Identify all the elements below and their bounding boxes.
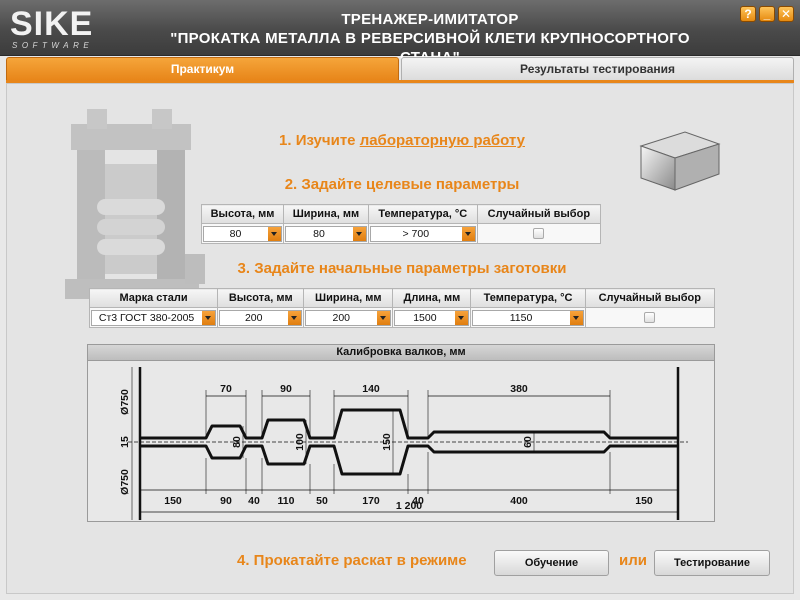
- width-label-90: 90: [280, 383, 292, 395]
- rolling-stand-illustration: [65, 109, 205, 299]
- minimize-button[interactable]: _: [759, 6, 775, 22]
- dropdown-arrow-icon[interactable]: [455, 310, 469, 325]
- segment-label: 150: [164, 495, 182, 507]
- dropdown-arrow-icon[interactable]: [268, 226, 282, 241]
- col-height: Высота, мм: [217, 288, 305, 308]
- billet-temperature-select[interactable]: 1150: [472, 309, 584, 326]
- tab-underline: [6, 80, 794, 83]
- title-bar: SIKE SOFTWARE ТРЕНАЖЕР-ИМИТАТОР "ПРОКАТК…: [0, 0, 800, 66]
- tab-practicum[interactable]: Практикум: [6, 57, 399, 81]
- target-random-checkbox[interactable]: [533, 228, 545, 239]
- billet-params-table: Марка стали Высота, мм Ширина, мм Длина,…: [88, 288, 716, 328]
- close-button[interactable]: ✕: [778, 6, 794, 22]
- logo-main-text: SIKE: [10, 5, 94, 43]
- height-label-60: 60: [522, 436, 534, 448]
- step3-title: 3. Задайте начальные параметры заготовки: [237, 260, 567, 277]
- step1-prefix: 1. Изучите: [279, 132, 360, 149]
- sike-logo: SIKE SOFTWARE: [10, 7, 130, 51]
- segment-label: 40: [248, 495, 260, 507]
- billet-random-checkbox[interactable]: [644, 312, 656, 323]
- roll-calibration-panel: Калибровка валков, мм: [87, 344, 715, 522]
- billet-icon: [639, 131, 721, 191]
- col-height: Высота, мм: [200, 204, 285, 224]
- gap-label: 15: [119, 436, 131, 448]
- dropdown-arrow-icon[interactable]: [288, 310, 302, 325]
- col-temperature: Температура, °C: [367, 204, 478, 224]
- segment-label: 170: [362, 495, 380, 507]
- training-mode-button[interactable]: Обучение: [494, 550, 609, 576]
- segment-label: 90: [220, 495, 232, 507]
- roll-diameter-top: Ø750: [119, 389, 131, 415]
- step1-text: 1. Изучите лабораторную работу: [207, 132, 597, 149]
- col-width: Ширина, мм: [303, 288, 394, 308]
- logo-sub-text: SOFTWARE: [12, 41, 94, 50]
- testing-mode-button[interactable]: Тестирование: [654, 550, 770, 576]
- col-steel-grade: Марка стали: [88, 288, 219, 308]
- target-width-select[interactable]: 80: [285, 225, 367, 242]
- step2-title: 2. Задайте целевые параметры: [284, 176, 520, 193]
- or-label: или: [619, 552, 647, 569]
- app-title-line1: ТРЕНАЖЕР-ИМИТАТОР: [341, 11, 519, 28]
- target-params-table: Высота, мм Ширина, мм Температура, °C Сл…: [200, 204, 602, 244]
- segment-label: 400: [510, 495, 528, 507]
- roll-diameter-bottom: Ø750: [119, 469, 131, 495]
- window-controls: ? _ ✕: [740, 6, 794, 22]
- height-label-150: 150: [381, 433, 393, 451]
- main-panel: 1. Изучите лабораторную работу 2. Задайт…: [6, 83, 794, 594]
- tab-bar: Практикум Результаты тестирования: [6, 57, 794, 81]
- dropdown-arrow-icon[interactable]: [377, 310, 391, 325]
- width-label-70: 70: [220, 383, 232, 395]
- billet-length-select[interactable]: 1500: [394, 309, 470, 326]
- dropdown-arrow-icon[interactable]: [461, 226, 475, 241]
- segment-label: 40: [412, 495, 424, 507]
- col-random: Случайный выбор: [476, 204, 602, 224]
- dropdown-arrow-icon[interactable]: [352, 226, 366, 241]
- width-label-140: 140: [362, 383, 380, 395]
- col-random: Случайный выбор: [584, 288, 716, 308]
- help-button[interactable]: ?: [740, 6, 756, 22]
- height-label-80: 80: [231, 436, 243, 448]
- steel-grade-select[interactable]: Ст3 ГОСТ 380-2005: [91, 309, 217, 326]
- target-height-select[interactable]: 80: [203, 225, 283, 242]
- col-temperature: Температура, °C: [470, 288, 586, 308]
- roll-calibration-diagram: 70 90 140 380 80 100 150 60 Ø750 15 Ø750…: [119, 367, 688, 520]
- dropdown-arrow-icon[interactable]: [569, 310, 583, 325]
- tab-test-results[interactable]: Результаты тестирования: [401, 57, 794, 81]
- segment-label: 150: [635, 495, 653, 507]
- width-label-380: 380: [510, 383, 528, 395]
- billet-height-select[interactable]: 200: [219, 309, 303, 326]
- segment-label: 110: [278, 495, 295, 507]
- col-width: Ширина, мм: [283, 204, 369, 224]
- lab-work-link[interactable]: лабораторную работу: [359, 132, 525, 149]
- total-length-label: 1 200: [396, 500, 422, 512]
- height-label-100: 100: [294, 433, 306, 451]
- dropdown-arrow-icon[interactable]: [202, 310, 216, 325]
- col-length: Длина, мм: [392, 288, 472, 308]
- diagram-title: Калибровка валков, мм: [88, 345, 714, 361]
- target-temperature-select[interactable]: > 700: [369, 225, 476, 242]
- billet-width-select[interactable]: 200: [305, 309, 392, 326]
- step4-label: 4. Прокатайте раскат в режиме: [237, 552, 467, 569]
- segment-label: 50: [316, 495, 328, 507]
